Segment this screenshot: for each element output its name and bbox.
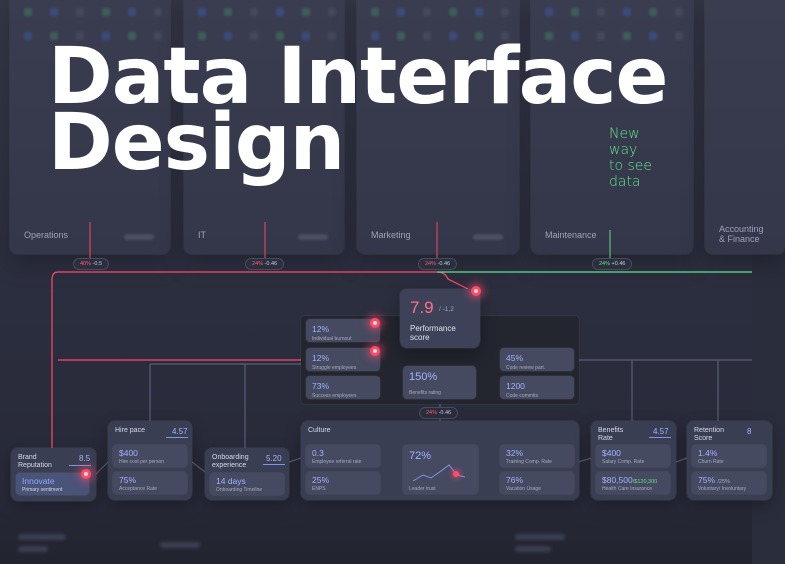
dept-label: Operations xyxy=(24,230,69,240)
card-title: Culture xyxy=(308,427,331,434)
card-score: 5.20 xyxy=(266,454,282,463)
blurred-text xyxy=(160,542,200,548)
headline: Data Interface Design xyxy=(48,32,668,188)
metric-acceptance-rate[interactable]: 75%Acceptance Rate xyxy=(113,472,187,494)
dept-blurred-value xyxy=(473,234,503,240)
metric-health-insurance[interactable]: $80,500/$120,300 Health Care Insurance xyxy=(596,472,670,494)
blurred-text xyxy=(18,546,48,552)
alert-dot[interactable] xyxy=(370,318,380,328)
connector-lines xyxy=(51,222,752,475)
dept-label: Accounting& Finance xyxy=(719,224,764,244)
dept-icon-grid xyxy=(545,8,687,40)
trend-dot xyxy=(453,471,459,477)
connector-badge-marketing: 24% -0.46 xyxy=(418,258,458,270)
dept-label: IT xyxy=(198,230,206,240)
dept-label: Marketing xyxy=(371,230,411,240)
leader-trust-sparkline xyxy=(412,464,466,482)
card-score: 8 xyxy=(747,427,752,436)
performance-delta: / -1,2 xyxy=(439,306,454,313)
card-score: 8.5 xyxy=(79,454,91,463)
alert-dot[interactable] xyxy=(471,286,481,296)
metric-individual-burnout[interactable]: 12%Individual burnout xyxy=(306,319,380,342)
metric-code-review[interactable]: 45%Code review part. xyxy=(500,348,574,371)
card-title: Hire pace xyxy=(115,427,145,434)
connector-badge-maintenance: 24% +0.46 xyxy=(592,258,633,270)
blurred-text xyxy=(18,534,66,540)
blurred-text xyxy=(515,546,551,552)
headline-line-2: Design xyxy=(48,98,345,188)
department-card-marketing[interactable]: Marketing xyxy=(357,0,519,254)
performance-value: 7.9 xyxy=(410,298,434,317)
blurred-text xyxy=(515,534,565,540)
alert-dot[interactable] xyxy=(81,469,91,479)
score-underline xyxy=(263,464,285,465)
department-card-it[interactable]: IT xyxy=(184,0,344,254)
dept-label: Maintenance xyxy=(545,230,597,240)
department-card-maintenance[interactable]: Maintenance xyxy=(531,0,693,254)
metric-struggle-employees[interactable]: 12%Struggle employees xyxy=(306,348,380,371)
metric-success-employees[interactable]: 73%Success employees xyxy=(306,376,380,399)
card-score: 4.57 xyxy=(172,427,188,436)
metric-voluntary-involuntary[interactable]: 75% /25% Voluntary/ Involuntary xyxy=(692,472,766,494)
dept-icon-grid xyxy=(24,8,166,40)
dept-blurred-value xyxy=(298,234,328,240)
score-underline xyxy=(166,437,188,438)
tagline: New way to see data xyxy=(609,126,653,190)
metric-enps[interactable]: 25%ENPS xyxy=(306,472,380,494)
blurred-background-row xyxy=(0,512,752,564)
department-card-accounting[interactable]: Accounting& Finance xyxy=(705,0,785,254)
connector-badge-operations: 40% -0.5 xyxy=(73,258,110,270)
metric-vacation-usage[interactable]: 76%Vacation Usage xyxy=(500,472,574,494)
metric-leader-trust[interactable]: 72% Leader trust xyxy=(403,445,478,494)
score-underline xyxy=(649,437,671,438)
headline-line-1: Data Interface xyxy=(48,32,668,122)
dept-blurred-value xyxy=(124,234,154,240)
card-score: 4.57 xyxy=(653,427,669,436)
dept-icon-grid xyxy=(371,8,513,40)
dept-icon-grid xyxy=(198,8,340,40)
connector-badge-it: 24% -0.46 xyxy=(245,258,285,270)
metric-churn-rate[interactable]: 1.4%Churn Rate xyxy=(692,445,766,467)
metric-benefits-rating[interactable]: 150%Benefits rating xyxy=(403,366,476,399)
department-card-operations[interactable]: Operations xyxy=(10,0,170,254)
alert-dot[interactable] xyxy=(370,346,380,356)
metric-training-completion[interactable]: 32%Training Comp. Rate xyxy=(500,445,574,467)
connector-badge-hub: 24% -0.46 xyxy=(419,407,459,419)
score-underline xyxy=(69,465,91,466)
